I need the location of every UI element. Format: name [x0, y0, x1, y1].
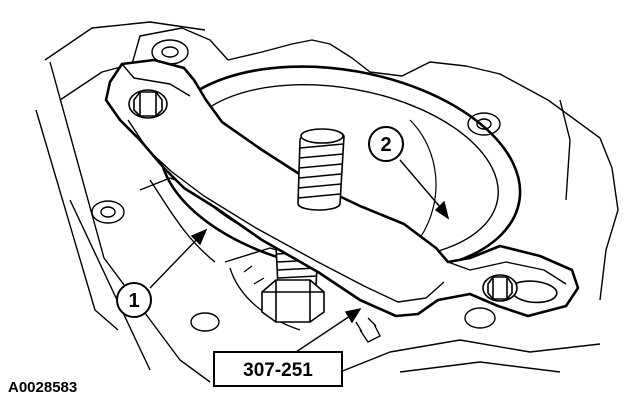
case-bottom-rib: [399, 361, 561, 373]
case-boss-top-right: [467, 112, 501, 136]
fixture-right-ear-edge: [447, 261, 567, 285]
case-boss-lower-left: [190, 312, 220, 332]
callout-1-number: 1: [128, 290, 139, 312]
holding-fixture: [104, 58, 580, 318]
upper-stud-end: [300, 128, 344, 144]
case-pocket: [149, 179, 216, 263]
leader-arrow-2: [434, 200, 450, 220]
lower-bolt-hex-edges: [262, 280, 324, 322]
leader-line-1: [149, 231, 205, 289]
case-boss-top-right-inner: [476, 118, 492, 130]
case-boss-left-inner: [100, 206, 116, 218]
case-boss-lower-right: [464, 307, 496, 329]
figure-id: A0028583: [8, 379, 77, 396]
case-outer-edge-left: [44, 21, 206, 61]
case-wall-left-3: [69, 199, 151, 371]
special-tool-label: 307-251: [213, 351, 343, 387]
case-right-wall: [559, 99, 571, 201]
upper-stud-thread-lines: [297, 143, 344, 199]
fixture-bolt-right-hex: [487, 276, 513, 300]
fixture-left-ear-edge: [121, 63, 191, 97]
case-bottom-edge: [339, 339, 601, 373]
leader-line-tool: [295, 311, 357, 353]
callout-2: 2: [368, 126, 404, 162]
special-tool-number: 307-251: [243, 360, 313, 381]
leader-line-2: [399, 159, 447, 215]
transmission-case: [35, 21, 619, 383]
special-tool-label-box: [213, 351, 343, 387]
fixture-slot: [510, 280, 558, 304]
fixture-bolt-left: [128, 89, 168, 119]
leader-arrow-tool: [344, 307, 362, 324]
fixture-bolt-right-hex-edge: [492, 277, 508, 299]
case-right-edge: [599, 137, 619, 301]
fixture-bolt-left-hex-edge: [139, 92, 157, 116]
leader-arrow-1: [190, 228, 208, 246]
case-bolt-bosses: [91, 39, 501, 332]
cover-plate-face-shading: [409, 119, 437, 239]
fixture-bolt-right: [482, 274, 518, 302]
upper-stud: [297, 128, 345, 211]
case-top-edge: [227, 39, 601, 139]
case-boss-left: [91, 200, 125, 224]
callout-2-number: 2: [380, 134, 391, 156]
callout-1-circle: [116, 282, 152, 318]
fixture-bolt-left-hex: [133, 91, 163, 117]
callout-2-circle: [368, 126, 404, 162]
case-flange-left: [59, 27, 229, 101]
fixture-body: [104, 58, 580, 318]
leader-lines: [149, 159, 450, 353]
fixture-top-face-edge: [127, 119, 445, 303]
case-boss-top-left-inner: [161, 46, 179, 58]
lower-bolt-hex-head: [261, 279, 325, 323]
callout-1: 1: [116, 282, 152, 318]
case-wall-left-2: [35, 109, 119, 331]
